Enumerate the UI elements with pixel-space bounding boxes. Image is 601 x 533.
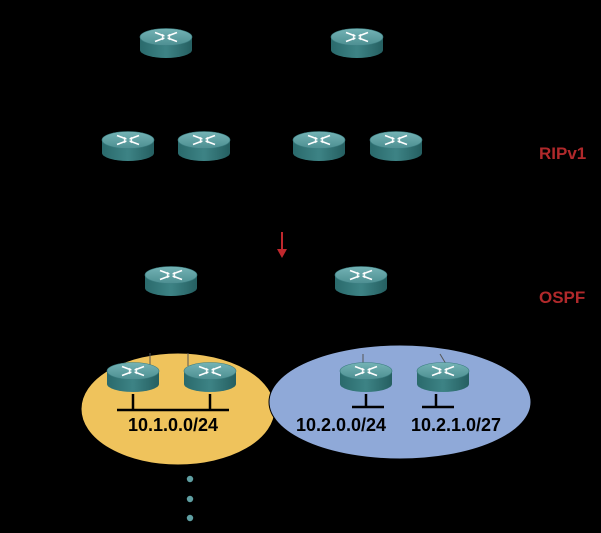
protocol-label-ospf: OSPF bbox=[539, 288, 585, 307]
router-icon bbox=[416, 361, 470, 393]
router-icon bbox=[106, 361, 160, 393]
router-icon bbox=[101, 130, 155, 162]
network-label: 10.2.1.0/27 bbox=[411, 415, 501, 435]
router-icon bbox=[369, 130, 423, 162]
router-icon bbox=[183, 361, 237, 393]
down-arrow-icon bbox=[277, 232, 287, 258]
router-icon bbox=[177, 130, 231, 162]
router-icon bbox=[144, 265, 198, 297]
router-icon bbox=[330, 27, 384, 59]
lan-segments bbox=[117, 394, 454, 412]
router-icon bbox=[334, 265, 388, 297]
router-icon bbox=[139, 27, 193, 59]
ospf-area-right bbox=[268, 344, 532, 460]
network-label: 10.2.0.0/24 bbox=[296, 415, 386, 435]
network-label: 10.1.0.0/24 bbox=[128, 415, 218, 435]
protocol-label-ripv1: RIPv1 bbox=[539, 144, 586, 163]
vertical-ellipsis-icon bbox=[186, 475, 194, 522]
router-icon bbox=[339, 361, 393, 393]
router-icon bbox=[292, 130, 346, 162]
